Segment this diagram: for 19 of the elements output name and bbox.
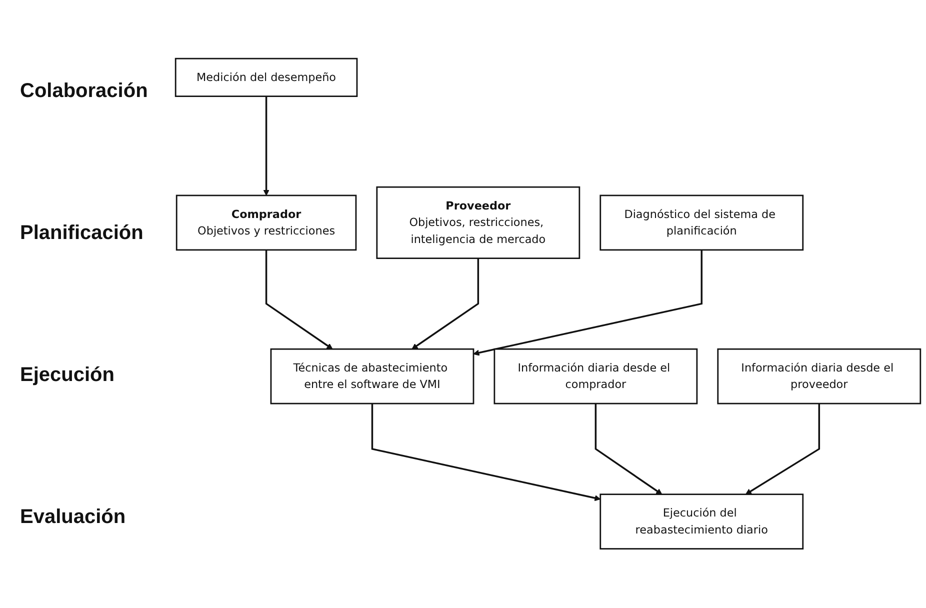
arrow	[473, 250, 702, 356]
row-label: Evaluación	[20, 506, 127, 528]
node-box: Información diaria desde el proveedor	[717, 348, 922, 405]
node-box: Medición del desempeño	[174, 58, 358, 98]
arrow	[371, 404, 601, 502]
node-box: Información diaria desde el comprador	[494, 348, 698, 405]
node-box: Diagnóstico del sistema de planificación	[600, 195, 804, 251]
arrow	[745, 404, 820, 495]
node-box: Comprador Objetivos y restricciones	[176, 195, 357, 251]
row-label: Colaboración	[20, 80, 149, 102]
arrow	[412, 258, 480, 350]
arrow	[265, 250, 333, 350]
node-box: Ejecución del reabastecimiento diario	[600, 494, 804, 550]
node-box: Técnicas de abastecimiento entre el software de VMI	[270, 348, 474, 405]
arrow	[594, 404, 662, 495]
arrow	[263, 96, 270, 196]
row-label: Ejecución	[20, 364, 116, 386]
row-label: Planificación	[20, 222, 144, 244]
node-box: Proveedor Objetivos, restricciones, inteligencia de mercado	[376, 186, 580, 260]
